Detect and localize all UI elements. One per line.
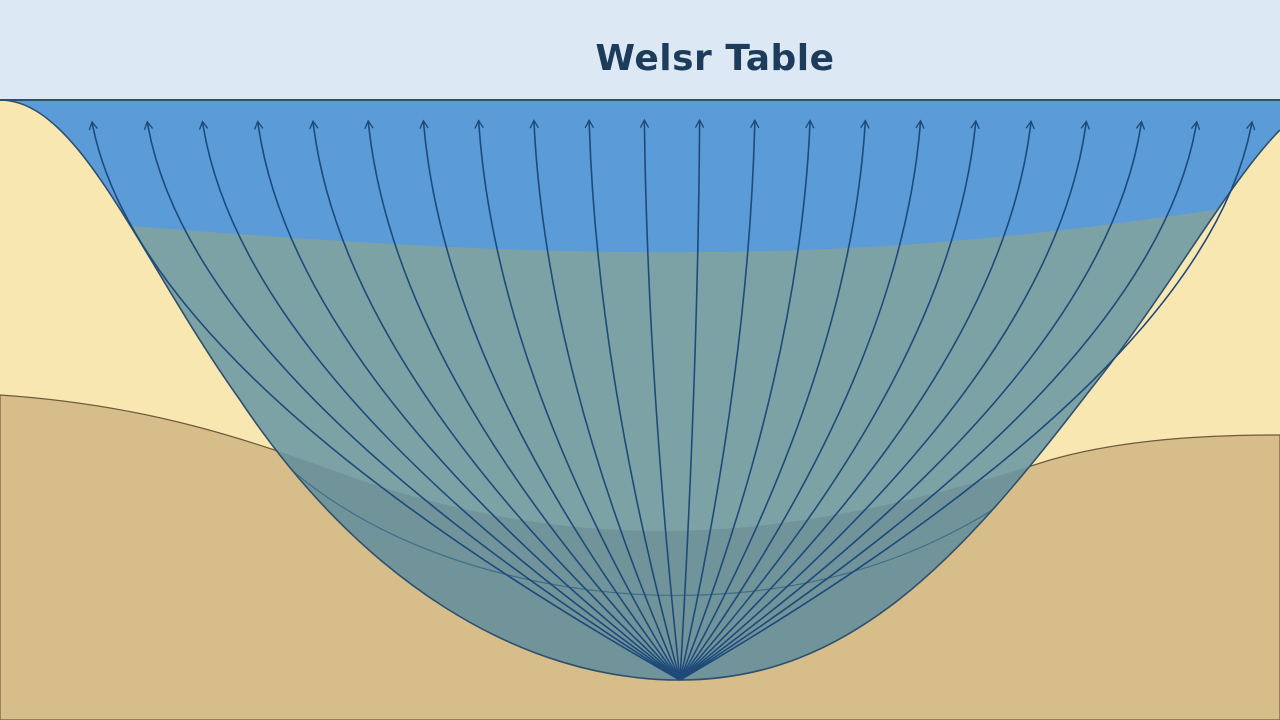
flow-arrow — [143, 120, 681, 681]
flow-arrow — [88, 120, 681, 681]
flow-arrow — [253, 120, 681, 681]
flow-arrow — [364, 119, 681, 681]
sky-band — [0, 0, 1280, 100]
flow-arrow — [679, 118, 760, 681]
flow-arrow — [679, 119, 815, 681]
flow-arrow — [679, 120, 1256, 681]
flow-arrow — [679, 120, 1201, 681]
flow-arrow — [679, 120, 1146, 681]
inner-contour-line — [269, 449, 1051, 597]
flow-arrows — [88, 118, 1256, 681]
flow-arrow — [679, 118, 705, 681]
flow-arrow — [584, 118, 681, 681]
flow-arrow — [474, 119, 681, 681]
flow-arrow — [198, 120, 681, 681]
flow-arrow — [679, 119, 925, 681]
flow-arrow — [679, 119, 870, 681]
diagram-title: Welsr Table — [595, 38, 835, 79]
flow-arrow — [419, 119, 681, 681]
flow-arrow — [679, 120, 1091, 681]
flow-arrow — [679, 119, 980, 681]
flow-arrow — [529, 119, 681, 681]
flow-arrow — [309, 119, 681, 681]
flow-arrow — [639, 118, 681, 681]
flow-arrow — [679, 119, 1035, 681]
